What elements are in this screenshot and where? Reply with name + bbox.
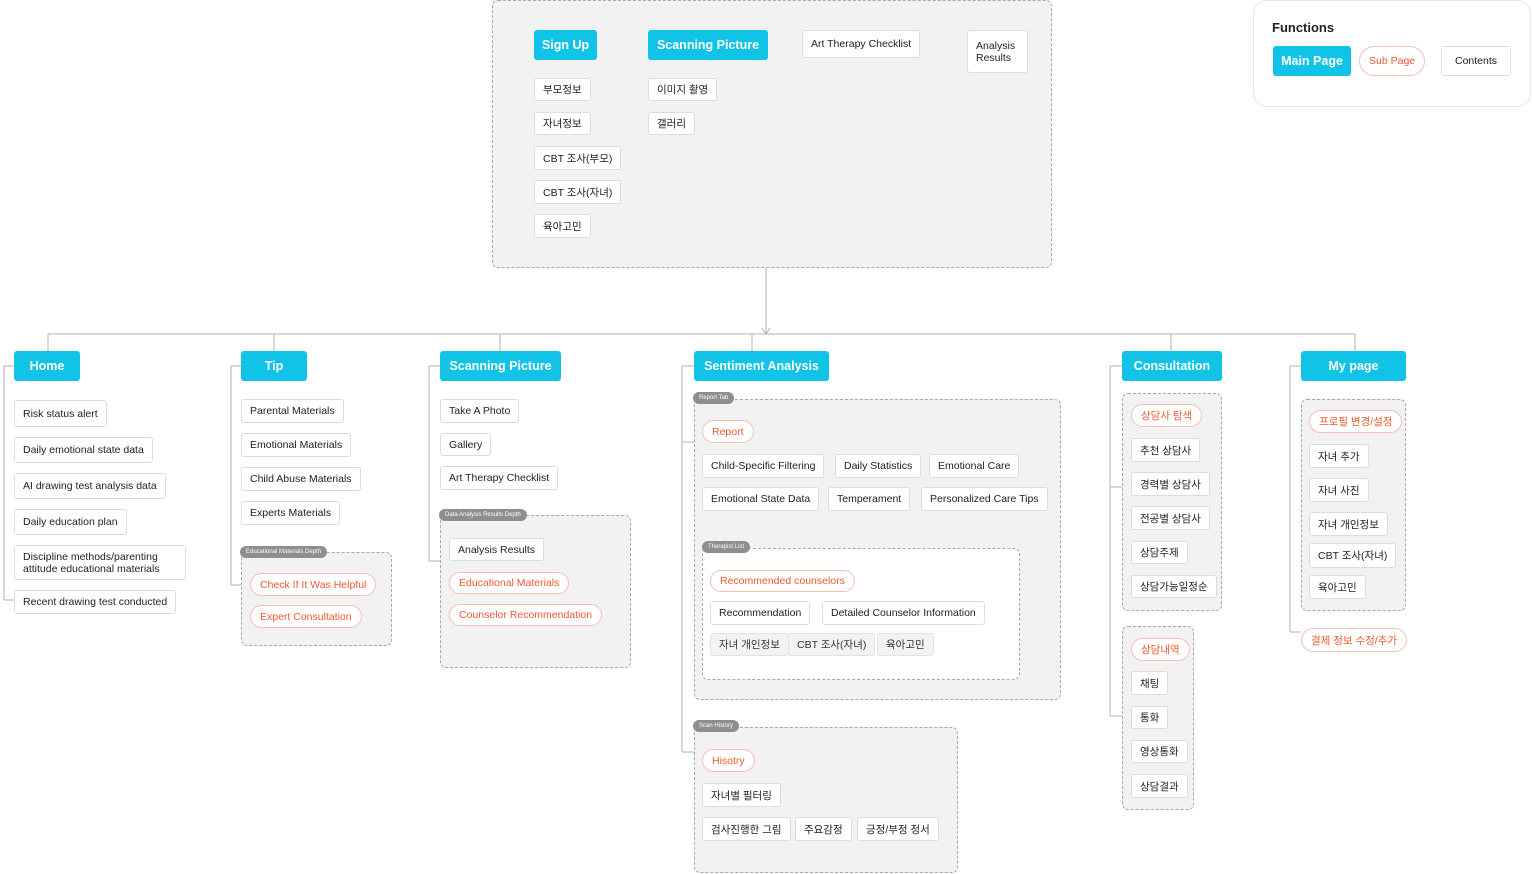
history-sub-page: Hisotry xyxy=(702,749,755,772)
scan-depth-tag: Data Analysis Results Depth xyxy=(439,509,527,521)
scan-analysis-results: Analysis Results xyxy=(449,538,545,561)
consultation-node: Consultation xyxy=(1122,351,1222,381)
tip-child-abuse-materials: Child Abuse Materials xyxy=(241,467,361,491)
sign-up-node: Sign Up xyxy=(534,30,597,60)
top-analysis-results: Analysis Results xyxy=(967,30,1028,73)
home-risk-status-alert: Risk status alert xyxy=(14,400,107,427)
consultation-history: 상담내역 xyxy=(1131,638,1190,661)
scan-take-photo: Take A Photo xyxy=(440,399,520,423)
signup-item-cbt-child: CBT 조사(자녀) xyxy=(534,180,622,204)
legend-title: Functions xyxy=(1272,20,1335,35)
report-personalized-care-tips: Personalized Care Tips xyxy=(921,487,1048,511)
tip-depth-group xyxy=(241,552,392,646)
consultation-by-major: 전공별 상담사 xyxy=(1131,506,1210,530)
tip-expert-consultation: Expert Consultation xyxy=(250,605,362,628)
home-discipline-materials: Discipline methods/parenting attitude ed… xyxy=(14,545,186,580)
therapist-recommendation: Recommendation xyxy=(710,601,811,625)
top-scanning-picture-node: Scanning Picture xyxy=(648,30,768,60)
sentiment-analysis-node: Sentiment Analysis xyxy=(694,351,829,381)
my-page-child-photo: 자녀 사진 xyxy=(1309,478,1369,502)
my-page-add-child: 자녀 추가 xyxy=(1309,444,1369,468)
legend-main-page: Main Page xyxy=(1273,46,1351,76)
therapist-detailed-info: Detailed Counselor Information xyxy=(822,601,985,625)
top-art-therapy-checklist: Art Therapy Checklist xyxy=(802,30,921,58)
home-daily-education-plan: Daily education plan xyxy=(14,509,127,535)
consultation-topic: 상담주제 xyxy=(1131,541,1188,564)
report-daily-statistics: Daily Statistics xyxy=(835,454,922,478)
therapist-child-info: 자녀 개인정보 xyxy=(710,633,789,656)
scan-gallery: Gallery xyxy=(440,433,492,456)
consultation-recommended-counselor: 추천 상담사 xyxy=(1131,438,1201,462)
tip-experts-materials: Experts Materials xyxy=(241,501,341,525)
tip-depth-tag: Educational Materials Depth xyxy=(240,546,328,558)
history-child-filter: 자녀별 필터링 xyxy=(702,783,781,807)
report-temperament: Temperament xyxy=(828,487,911,511)
signup-item-parenting-concerns: 육아고민 xyxy=(534,214,591,238)
scan-educational-materials: Educational Materials xyxy=(449,572,570,594)
history-main-emotions: 주요감정 xyxy=(795,817,852,841)
report-child-filtering: Child-Specific Filtering xyxy=(702,454,825,478)
consultation-video-call: 영상통화 xyxy=(1131,740,1188,763)
history-test-drawings: 검사진행한 그림 xyxy=(702,817,791,841)
my-page-parenting-concerns: 육아고민 xyxy=(1309,575,1366,599)
my-page-child-info: 자녀 개인정보 xyxy=(1309,512,1388,536)
home-ai-drawing-analysis: AI drawing test analysis data xyxy=(14,473,166,499)
my-page-profile-settings: 프로필 변경/설정 xyxy=(1309,410,1403,433)
home-node: Home xyxy=(14,351,80,381)
consultation-chat: 채팅 xyxy=(1131,671,1169,695)
scan-counselor-recommendation: Counselor Recommendation xyxy=(449,604,603,626)
therapist-cbt-child: CBT 조사(자녀) xyxy=(788,633,876,656)
therapist-list-tag: Therapist List xyxy=(702,541,751,553)
tip-parental-materials: Parental Materials xyxy=(241,399,344,423)
my-page-cbt-child: CBT 조사(자녀) xyxy=(1309,543,1397,568)
legend-contents: Contents xyxy=(1441,46,1511,76)
consultation-by-career: 경력별 상담사 xyxy=(1131,472,1210,496)
consultation-call: 통화 xyxy=(1131,706,1169,729)
home-daily-emotional-state: Daily emotional state data xyxy=(14,437,153,463)
report-emotional-care: Emotional Care xyxy=(929,454,1020,478)
scanning-picture-node: Scanning Picture xyxy=(440,351,561,381)
tip-node: Tip xyxy=(241,351,307,381)
home-recent-drawing-test: Recent drawing test conducted xyxy=(14,590,177,614)
consultation-group-1 xyxy=(1122,393,1222,611)
consultation-result: 상담결과 xyxy=(1131,774,1188,798)
history-positive-negative: 긍정/부정 정서 xyxy=(857,817,939,841)
my-page-payment-info: 결제 정보 수정/추가 xyxy=(1301,628,1408,652)
signup-item-cbt-parent: CBT 조사(부모) xyxy=(534,146,622,170)
legend-sub-page: Sub Page xyxy=(1359,46,1426,76)
therapist-parenting-concerns: 육아고민 xyxy=(877,633,934,656)
my-page-node: My page xyxy=(1301,351,1406,381)
consultation-by-availability: 상담가능일정순 xyxy=(1131,575,1217,598)
consultation-search-counselor: 상담사 탐색 xyxy=(1131,404,1203,427)
scan-history-tag: Scan History xyxy=(693,720,740,732)
scan-item-gallery: 갤러리 xyxy=(648,112,695,135)
scan-item-capture-image: 이미지 촬영 xyxy=(648,78,718,101)
report-tab-tag: Report Tab xyxy=(693,392,735,404)
recommended-counselors: Recommended counselors xyxy=(710,570,855,592)
tip-emotional-materials: Emotional Materials xyxy=(241,433,352,457)
report-emotional-state-data: Emotional State Data xyxy=(702,487,820,511)
report-sub-page: Report xyxy=(702,420,754,443)
tip-check-helpful: Check If It Was Helpful xyxy=(250,573,377,596)
signup-item-parent-info: 부모정보 xyxy=(534,78,591,101)
scan-art-therapy-checklist: Art Therapy Checklist xyxy=(440,466,559,490)
signup-item-child-info: 자녀정보 xyxy=(534,112,591,135)
